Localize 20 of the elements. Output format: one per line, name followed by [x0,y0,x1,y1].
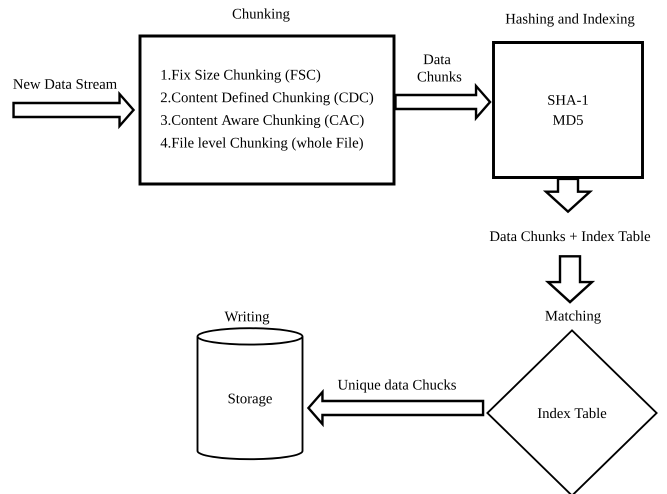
process-box: SHA-1 MD5 [492,41,644,179]
node-label: 2.Content Defined Chunking (CDC) [160,92,374,106]
node-heading: Matching [545,310,601,324]
edge-label: New Data Stream [13,79,117,89]
node-label: 1.Fix Size Chunking (FSC) [162,69,320,83]
node-heading: Writing [224,312,270,324]
storage-cylinder: Storage [196,327,304,460]
block-arrow [544,255,596,304]
node-label: 4.File level Chunking (whole File) [160,137,363,151]
process-box: 1.Fix Size Chunking (FSC) 2.Content Defined Chunking (CDC) 3.Content Aware Chunking (CAC) 4.File level Chunking (whole File) [138,34,396,186]
edge-label: Data Chunks [418,54,462,82]
node-heading: Hashing and Indexing [506,13,634,27]
block-arrow [12,90,136,130]
node-heading: Chunking [232,8,290,22]
node-label: 3.Content Aware Chunking (CAC) [160,114,364,128]
block-arrow [542,178,594,214]
block-arrow [394,82,492,122]
edge-label: Unique data Chucks [338,379,456,393]
node-text: Data Chunks + Index Table [490,230,650,242]
block-arrow [306,388,484,428]
